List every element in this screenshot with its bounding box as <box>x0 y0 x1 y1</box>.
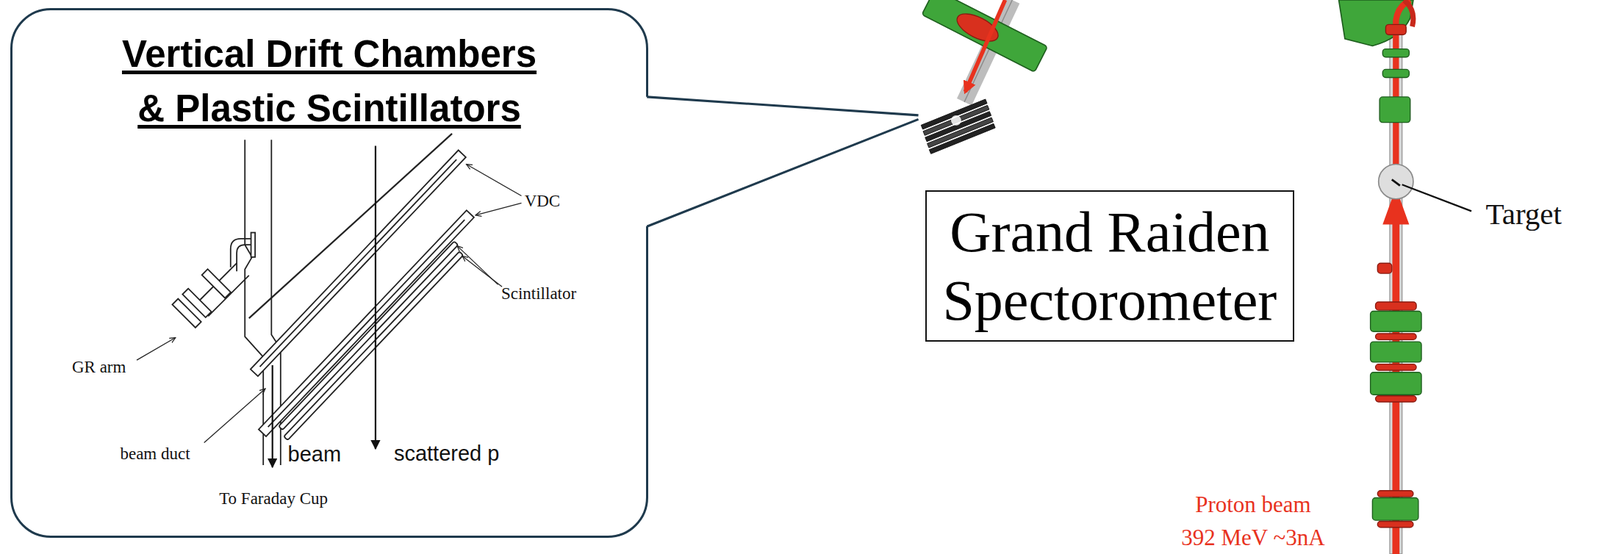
target-leader <box>1402 184 1472 211</box>
magnet <box>1372 498 1418 522</box>
flange <box>1375 333 1417 340</box>
flange <box>1377 521 1414 527</box>
part-label: Scintillator <box>501 284 577 303</box>
detector-stack <box>920 99 996 154</box>
spectrometer-box: Grand Raiden Spectorometer <box>925 190 1295 342</box>
particle-label: beam <box>288 443 342 467</box>
magnet <box>1379 97 1411 123</box>
scattered-proton-arrow <box>374 146 377 450</box>
magnet <box>1370 341 1422 363</box>
callout-wedge <box>646 97 918 227</box>
spectrometer-exit <box>921 0 1048 103</box>
scintillator-plate <box>283 251 464 441</box>
beam-label: 392 MeV ~3nA <box>1181 525 1325 551</box>
flange <box>1377 263 1392 274</box>
scintillator-plate <box>278 241 458 430</box>
magnet <box>1382 49 1409 58</box>
detector-plate <box>928 123 996 154</box>
flange <box>1377 490 1414 497</box>
flange <box>1375 364 1417 371</box>
detector-inset <box>136 133 522 468</box>
magnet <box>1370 310 1422 332</box>
beamline <box>1339 0 1472 554</box>
vdc-plane <box>258 210 475 437</box>
part-label: GR arm <box>72 357 126 377</box>
beam-duct-wall <box>244 139 264 466</box>
magnet <box>1370 372 1422 396</box>
leader-lines <box>136 164 522 444</box>
beam-arrow <box>271 365 274 468</box>
magnet <box>1382 69 1409 78</box>
particle-label: scattered p <box>393 442 500 466</box>
panel-title: Vertical Drift Chambers & Plastic Scinti… <box>111 27 548 136</box>
beam-label: Proton beam <box>1195 492 1312 518</box>
spectrometer-name: Grand Raiden Spectorometer <box>937 197 1283 335</box>
target-label: Target <box>1486 197 1562 231</box>
flange <box>1385 24 1406 35</box>
sparkle <box>951 115 962 126</box>
part-label: beam duct <box>119 444 190 464</box>
part-label: To Faraday Cup <box>219 489 328 508</box>
gr-arm <box>171 232 256 328</box>
target-chamber <box>1378 164 1414 200</box>
part-label: VDC <box>524 191 561 211</box>
flange <box>1375 396 1417 403</box>
flange <box>1375 302 1417 311</box>
beamline-magnets <box>1370 24 1422 527</box>
